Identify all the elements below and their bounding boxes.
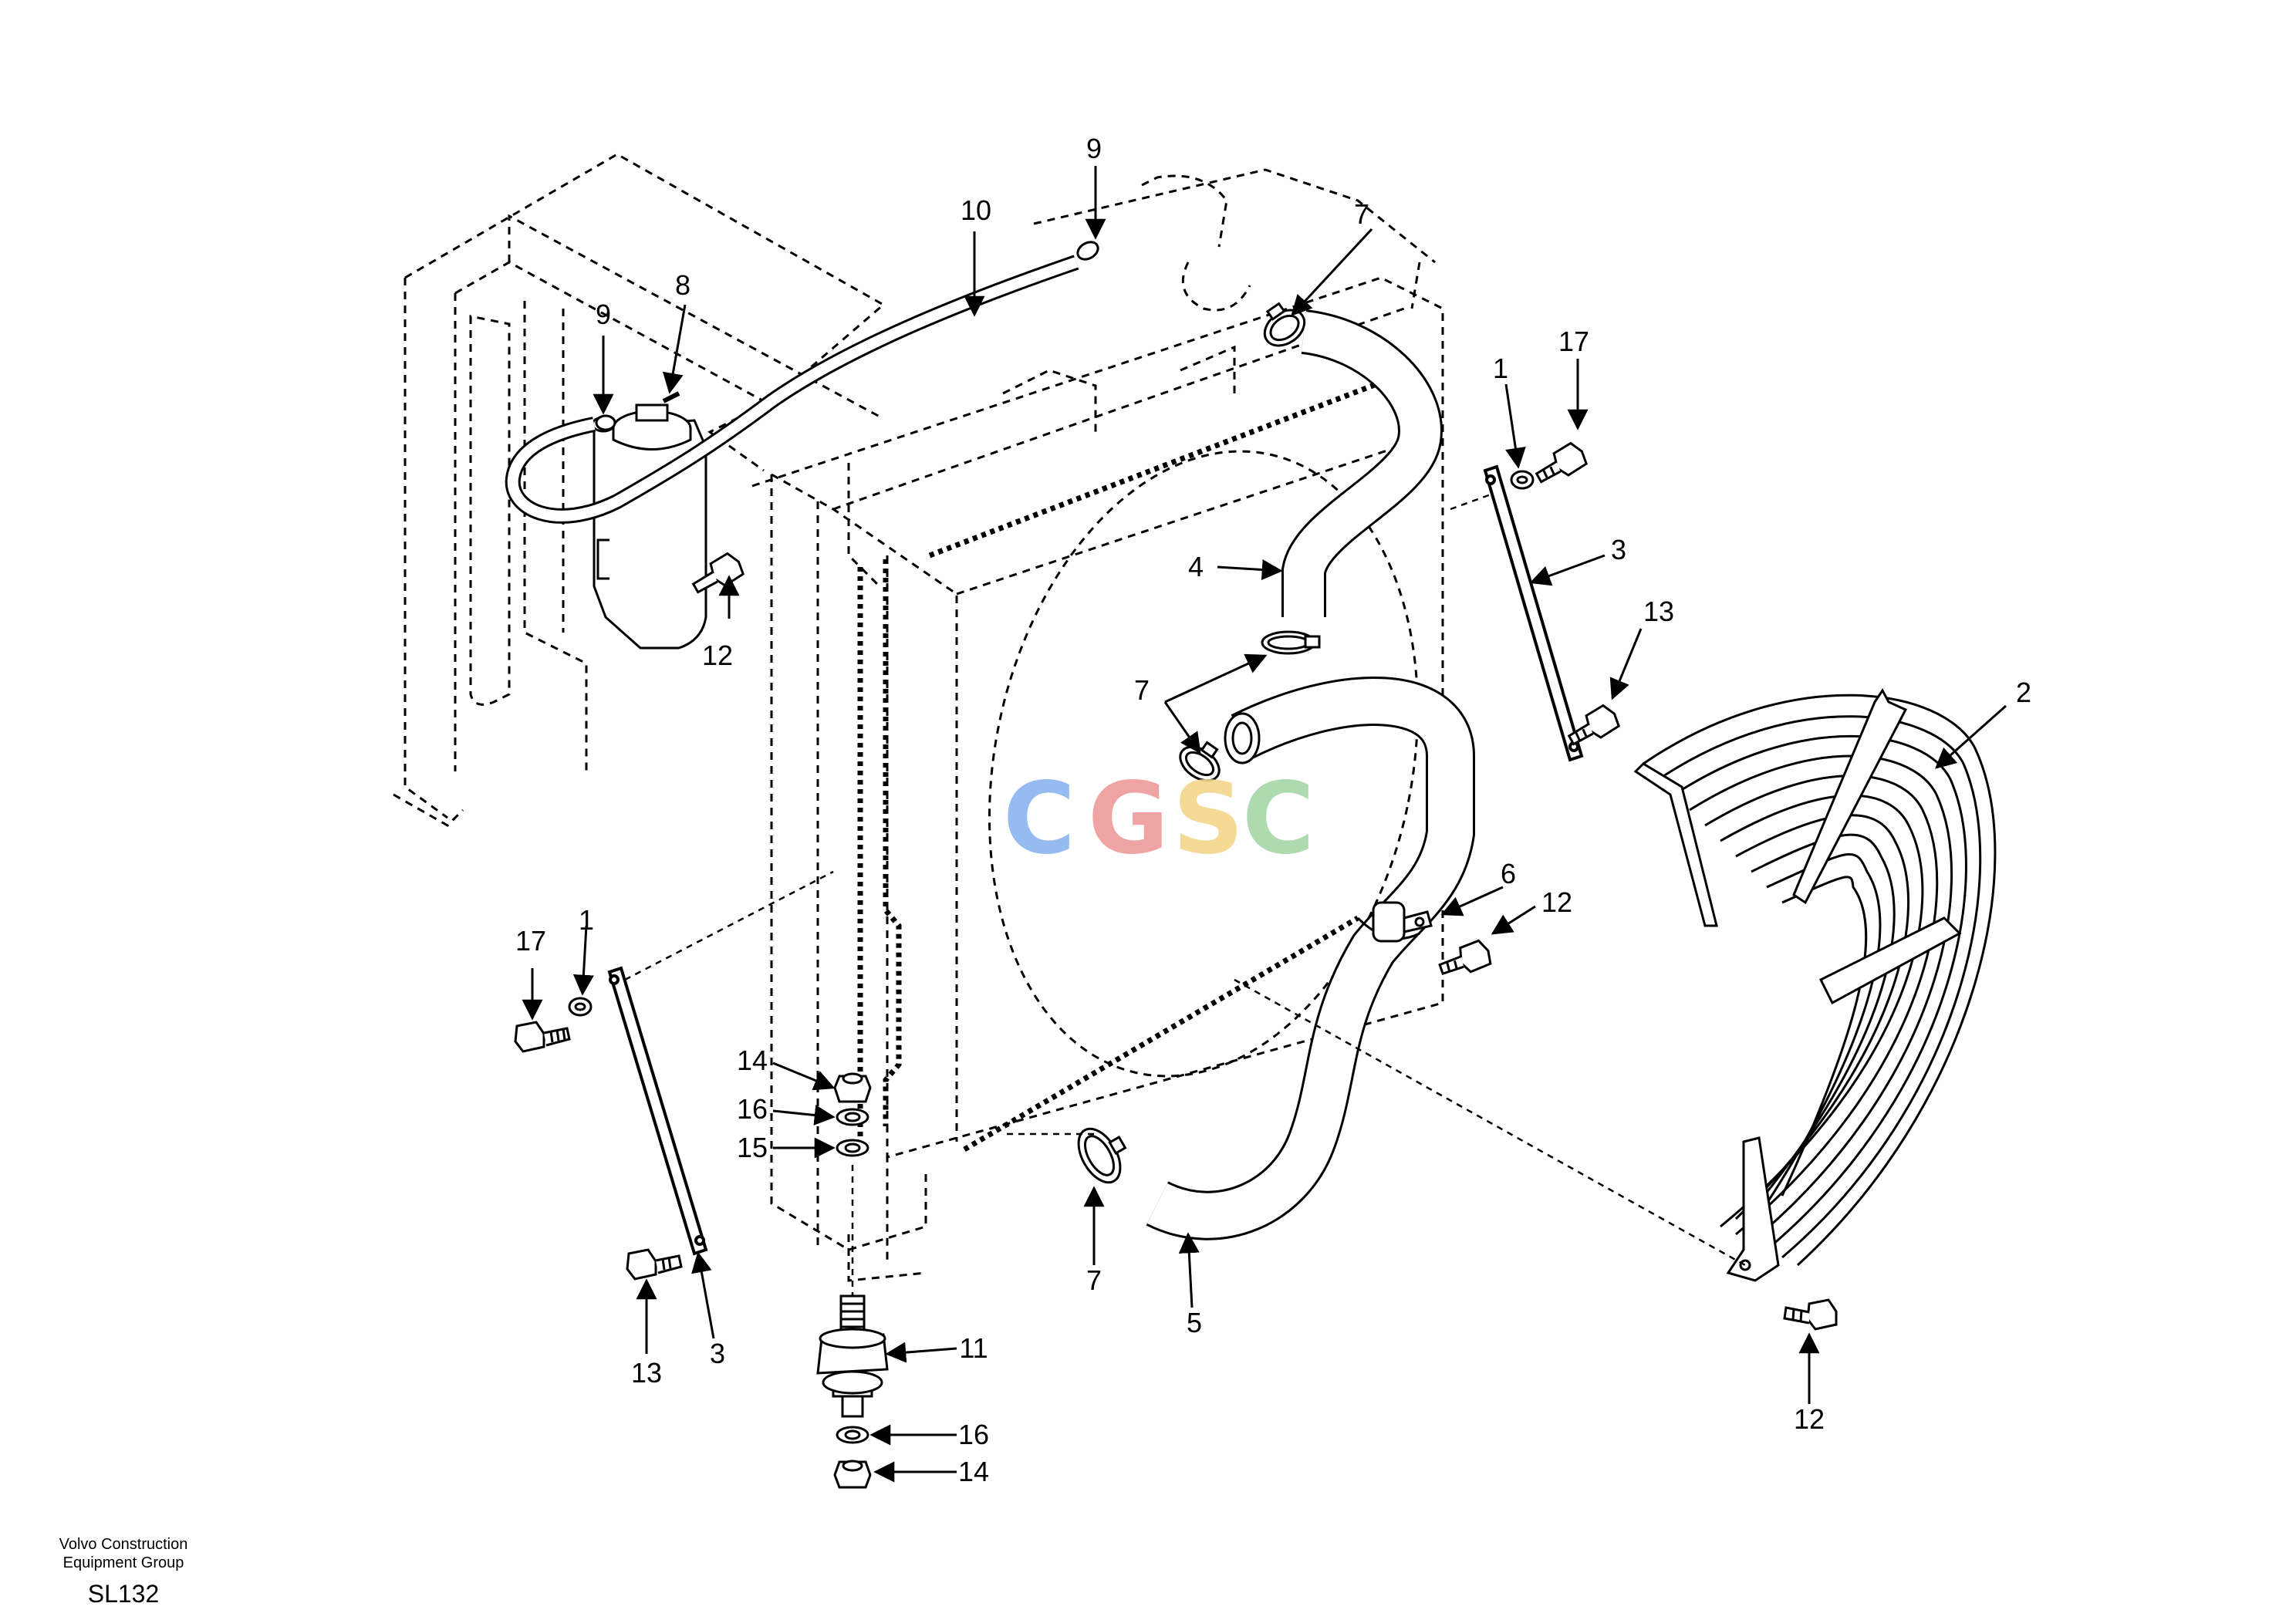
overflow-hose [505,255,1079,524]
callout-4: 4 [1188,551,1204,582]
diagram-code: SL132 [87,1580,160,1608]
leader-lines [522,166,2007,1483]
company-line-2: Equipment Group [62,1554,184,1571]
company-line-1: Volvo Construction [59,1536,188,1553]
callout-12: 12 [1541,886,1572,918]
callout-2: 2 [2016,677,2031,708]
callout-15: 15 [737,1132,768,1163]
callout-1: 1 [579,904,594,936]
callout-5: 5 [1187,1307,1202,1338]
watermark-letter: S [1173,761,1244,876]
hose-clamps [1077,302,1433,1184]
callout-10: 10 [961,194,991,226]
callout-16: 16 [737,1093,768,1125]
callout-7: 7 [1086,1264,1102,1296]
hardware [514,241,1838,1489]
callout-12: 12 [702,640,733,671]
expansion-tank [591,391,707,650]
callout-3: 3 [710,1338,725,1369]
fan-guard [1633,688,1997,1282]
callout-9: 9 [1086,133,1102,164]
callout-7: 7 [1354,198,1369,230]
callout-16: 16 [958,1419,989,1450]
callout-17: 17 [515,925,546,957]
alignment-lines [624,492,1746,1296]
callout-labels: 1 17 3 13 2 7 9 10 8 9 12 4 7 6 12 17 1 … [515,133,2031,1487]
company-name: Volvo Construction Equipment Group [31,1535,216,1572]
callout-7: 7 [1134,674,1150,706]
callout-14: 14 [737,1045,768,1076]
callout-11: 11 [959,1332,988,1364]
callout-8: 8 [675,269,690,301]
callout-14: 14 [958,1456,989,1487]
radiator-core-edge [857,375,1394,1157]
callout-17: 17 [1558,326,1589,357]
callout-1: 1 [1493,353,1508,384]
callout-12: 12 [1794,1403,1825,1435]
callout-9: 9 [596,299,611,330]
callout-13: 13 [1643,596,1674,627]
watermark-letter: C [1242,761,1315,876]
watermark-letter: C [1003,761,1075,876]
watermark: C G S C [1003,761,1315,876]
upper-hose [1281,309,1443,617]
stays [607,464,1584,1256]
lower-hose [1146,677,1475,1240]
watermark-letter: G [1088,761,1169,876]
callout-6: 6 [1501,858,1516,889]
callout-3: 3 [1611,534,1626,565]
callout-13: 13 [631,1357,662,1389]
